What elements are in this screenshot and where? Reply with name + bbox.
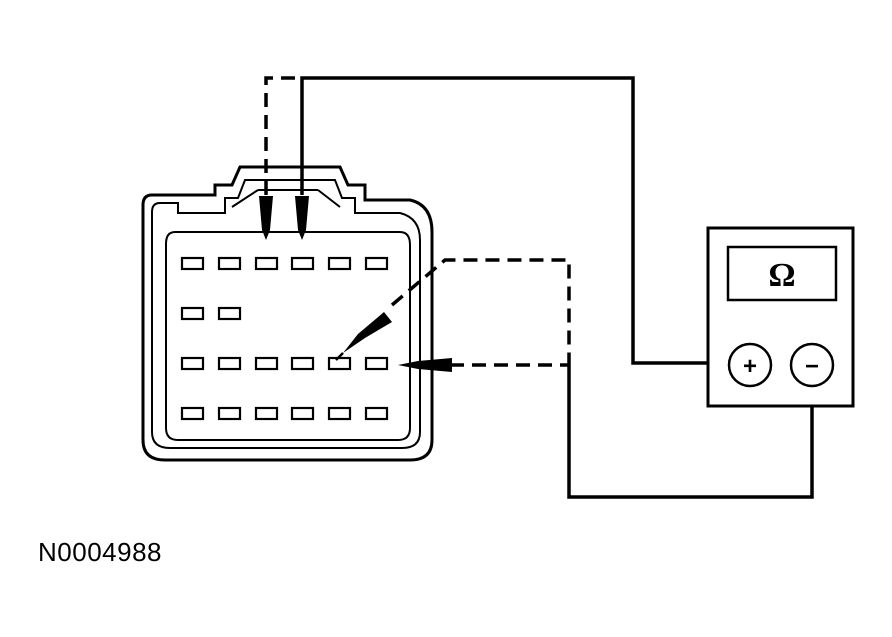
ohm-symbol: Ω [768,257,795,294]
probe-diagonal [343,312,392,353]
positive-lead-dashed [264,76,302,195]
negative-lead-solid [567,365,814,499]
pin-cavity [364,356,389,371]
test-leads [264,76,814,499]
pin-cavity [217,406,242,421]
pin-cavity [364,406,389,421]
pin-cavity [327,256,352,271]
pin-cavity [254,256,279,271]
pin-cavity [180,256,205,271]
pin-cavity [290,356,315,371]
positive-terminal [727,342,773,388]
minus-icon: − [805,353,819,380]
meter-display [726,245,838,302]
probe-side [398,358,452,372]
pin-cavity [217,256,242,271]
pin-cavity [254,356,279,371]
negative-lead-dashed-diagonal [390,258,571,365]
pin-cavity [254,406,279,421]
ohmmeter: Ω + − [706,226,855,408]
pin-cavity [180,406,205,421]
connector-housing [141,165,434,462]
pin-cavity [364,256,389,271]
negative-terminal [789,342,835,388]
pin-cavity [180,356,205,371]
figure-id-label: N0004988 [38,537,162,567]
connector-pins [180,256,389,421]
pin-cavity [290,256,315,271]
pin-cavity [217,356,242,371]
probe-top-left [259,196,273,240]
probe-top-right [295,196,309,240]
pin-cavity [327,356,352,371]
pin-cavity [217,306,242,321]
pin-cavity [327,406,352,421]
plus-icon: + [743,353,757,380]
pin-cavity [290,406,315,421]
positive-lead-solid [300,76,727,365]
test-probes [259,196,452,372]
pin-cavity [180,306,205,321]
